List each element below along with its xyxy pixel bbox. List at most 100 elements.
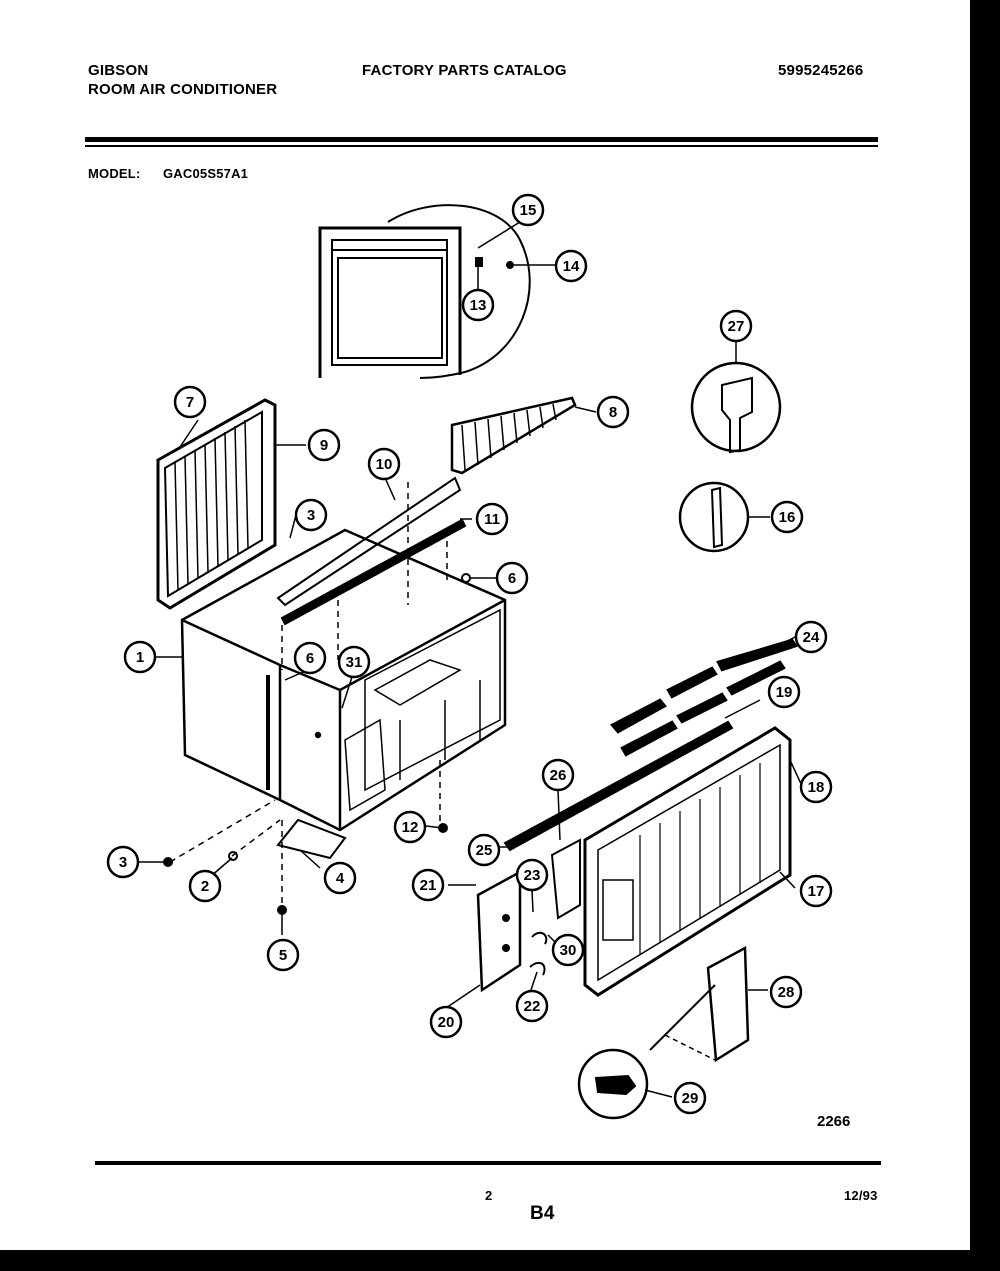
callout-circle (188, 869, 222, 903)
air-filters (610, 638, 798, 757)
catalog-title: FACTORY PARTS CATALOG (362, 62, 567, 79)
gasket-frame (550, 838, 581, 920)
callout-5: 5 (266, 938, 300, 972)
callout-circle (294, 498, 328, 532)
callout-10: 10 (367, 447, 401, 481)
callout-circle (799, 874, 833, 908)
callout-12: 12 (393, 810, 427, 844)
side-panel (706, 945, 750, 1063)
front-grille (583, 726, 792, 997)
revision-date: 12/93 (844, 1188, 878, 1203)
callout-label: 24 (803, 629, 820, 646)
callout-14: 14 (554, 249, 588, 283)
footer-rule (95, 1161, 881, 1165)
callout-label: 8 (609, 404, 617, 421)
callout-circle (367, 447, 401, 481)
callout-label: 25 (476, 842, 493, 859)
product-name: ROOM AIR CONDITIONER (88, 81, 278, 98)
callout-31: 31 (337, 645, 371, 679)
knob-30 (531, 931, 548, 945)
callout-circle (475, 502, 509, 536)
callout-label: 7 (186, 394, 194, 411)
callout-4: 4 (323, 861, 357, 895)
callout-label: 4 (336, 870, 345, 887)
top-bracket (276, 476, 462, 607)
callout-25: 25 (467, 833, 501, 867)
callout-8: 8 (596, 395, 630, 429)
knob-22 (529, 961, 546, 976)
callout-circle (411, 868, 445, 902)
header-rule-thick (85, 137, 878, 142)
callout-19: 19 (767, 675, 801, 709)
callout-circle (307, 428, 341, 462)
callout-18: 18 (799, 770, 833, 804)
callout-label: 15 (520, 202, 537, 219)
callout-circle (106, 845, 140, 879)
callout-circle (337, 645, 371, 679)
callout-circle (515, 858, 549, 892)
callout-label: 30 (560, 942, 577, 959)
callout-label: 5 (279, 947, 287, 964)
callout-label: 18 (808, 779, 825, 796)
callout-circle (719, 309, 753, 343)
callout-circle (515, 989, 549, 1023)
brand-name: GIBSON (88, 62, 149, 79)
callout-label: 27 (728, 318, 745, 335)
callout-circle (551, 933, 585, 967)
callout-circle (769, 975, 803, 1009)
catalog-number: 5995245266 (778, 62, 864, 79)
front-rail (503, 720, 734, 852)
callout-label: 3 (307, 507, 315, 524)
callout-circle (794, 620, 828, 654)
callout-label: 13 (470, 297, 487, 314)
louver-strip (450, 396, 577, 475)
callout-16: 16 (770, 500, 804, 534)
callout-circle (323, 861, 357, 895)
callout-label: 29 (682, 1090, 699, 1107)
callout-label: 28 (778, 984, 795, 1001)
detail-circle-27 (690, 361, 782, 453)
callout-24: 24 (794, 620, 828, 654)
detail-circle-29 (577, 1048, 649, 1120)
callout-group: 1233456678910111213141516171819202122232… (106, 193, 833, 1115)
callout-30: 30 (551, 933, 585, 967)
callout-label: 1 (136, 649, 144, 666)
callout-circle (596, 395, 630, 429)
callout-circle (541, 758, 575, 792)
model-label: MODEL: (88, 166, 141, 181)
base-pan (276, 818, 347, 860)
callout-label: 26 (550, 767, 567, 784)
callout-label: 12 (402, 819, 419, 836)
callout-circle (554, 249, 588, 283)
callout-13: 13 (461, 288, 495, 322)
callout-26: 26 (541, 758, 575, 792)
callout-15: 15 (511, 193, 545, 227)
callout-circle (767, 675, 801, 709)
callout-label: 14 (563, 258, 580, 275)
callout-1: 1 (123, 640, 157, 674)
page-number: 2 (485, 1188, 493, 1203)
filter-panel (156, 398, 277, 610)
callout-3: 3 (106, 845, 140, 879)
callout-label: 17 (808, 883, 825, 900)
front-frame-inset (318, 204, 531, 379)
callout-6: 6 (495, 561, 529, 595)
callout-label: 11 (484, 511, 500, 528)
callout-17: 17 (799, 874, 833, 908)
drawing-number: 2266 (817, 1113, 850, 1130)
callout-circle (511, 193, 545, 227)
model-value: GAC05S57A1 (163, 166, 249, 181)
callout-label: 19 (776, 684, 793, 701)
callout-label: 3 (119, 854, 127, 871)
callout-circle (393, 810, 427, 844)
callout-28: 28 (769, 975, 803, 1009)
callout-label: 9 (320, 437, 328, 454)
callout-3: 3 (294, 498, 328, 532)
callout-22: 22 (515, 989, 549, 1023)
callout-21: 21 (411, 868, 445, 902)
callout-label: 6 (508, 570, 516, 587)
callout-11: 11 (475, 502, 509, 536)
callout-9: 9 (307, 428, 341, 462)
callout-label: 6 (306, 650, 314, 667)
callout-circle (673, 1081, 707, 1115)
